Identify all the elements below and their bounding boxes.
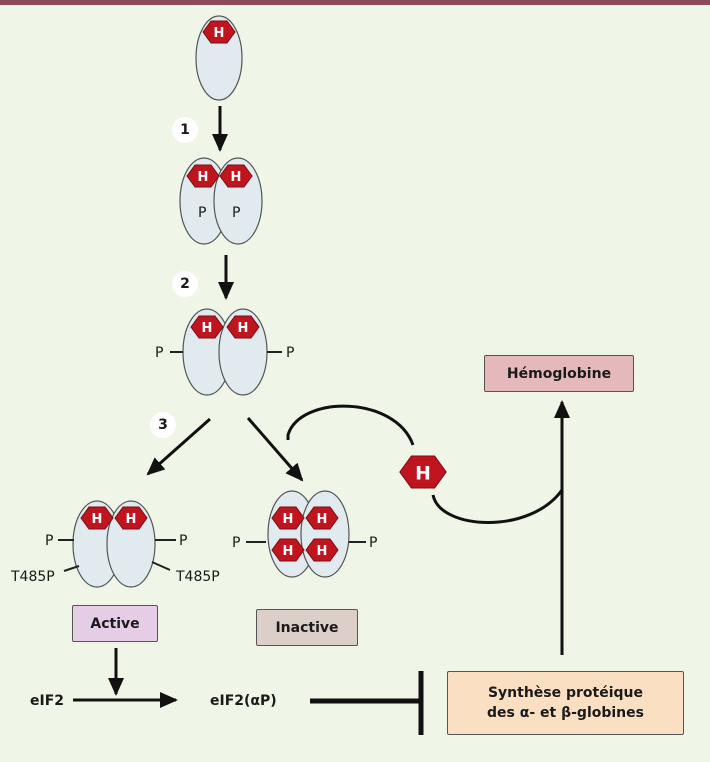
heme-icon: H <box>399 455 447 489</box>
heme-label: H <box>238 321 249 336</box>
step-3-badge: 3 <box>150 412 176 438</box>
heme-label: H <box>317 512 328 527</box>
heme-icon: H <box>305 538 339 562</box>
step-2-badge: 2 <box>172 271 198 297</box>
heme-label: H <box>283 544 294 559</box>
t485p-label: T485P <box>175 569 220 585</box>
heme-icon: H <box>271 506 305 530</box>
heme-icon: H <box>190 315 224 339</box>
heme-icon: H <box>271 538 305 562</box>
heme-label: H <box>214 26 225 41</box>
arrow-to-inactive <box>246 417 304 482</box>
phospho-label: P <box>232 205 240 221</box>
heme-icon: H <box>114 506 148 530</box>
t485p-label: T485P <box>10 569 55 585</box>
heme-icon: H <box>219 164 253 188</box>
eif2-phospho-label: eIF2(αP) <box>210 693 277 709</box>
heme-binding-curve <box>286 404 415 446</box>
heme-label: H <box>231 170 242 185</box>
heme-label: H <box>317 544 328 559</box>
heme-label: H <box>126 512 137 527</box>
top-border-bar <box>0 0 710 5</box>
hemoglobine-box: Hémoglobine <box>484 355 634 392</box>
heme-synthesis-curve <box>431 489 564 524</box>
inactive-box: Inactive <box>256 609 358 646</box>
heme-icon: H <box>226 315 260 339</box>
heme-label: H <box>415 463 431 484</box>
heme-label: H <box>92 512 103 527</box>
heme-icon: H <box>202 20 236 44</box>
phospho-label: P <box>232 535 240 551</box>
heme-label: H <box>198 170 209 185</box>
heme-label: H <box>202 321 213 336</box>
active-box: Active <box>72 605 158 642</box>
heme-icon: H <box>80 506 114 530</box>
heme-icon: H <box>186 164 220 188</box>
phospho-label: P <box>155 345 163 361</box>
eif2-label: eIF2 <box>30 693 64 709</box>
phospho-label: P <box>198 205 206 221</box>
phospho-label: P <box>286 345 294 361</box>
heme-label: H <box>283 512 294 527</box>
phospho-label: P <box>179 533 187 549</box>
synthesis-line-1: Synthèse protéique <box>487 685 644 701</box>
hri-dimer-phos <box>170 308 282 396</box>
hri-active-dimer <box>58 500 176 588</box>
synthesis-line-2: des α- et β-globines <box>487 705 644 721</box>
arrow-to-active <box>146 417 211 476</box>
globin-synthesis-box: Synthèse protéique des α- et β-globines <box>447 671 684 735</box>
hri-inactive-dimer <box>246 490 366 578</box>
heme-icon: H <box>305 506 339 530</box>
phospho-label: P <box>45 533 53 549</box>
phospho-label: P <box>369 535 377 551</box>
step-1-badge: 1 <box>172 117 198 143</box>
